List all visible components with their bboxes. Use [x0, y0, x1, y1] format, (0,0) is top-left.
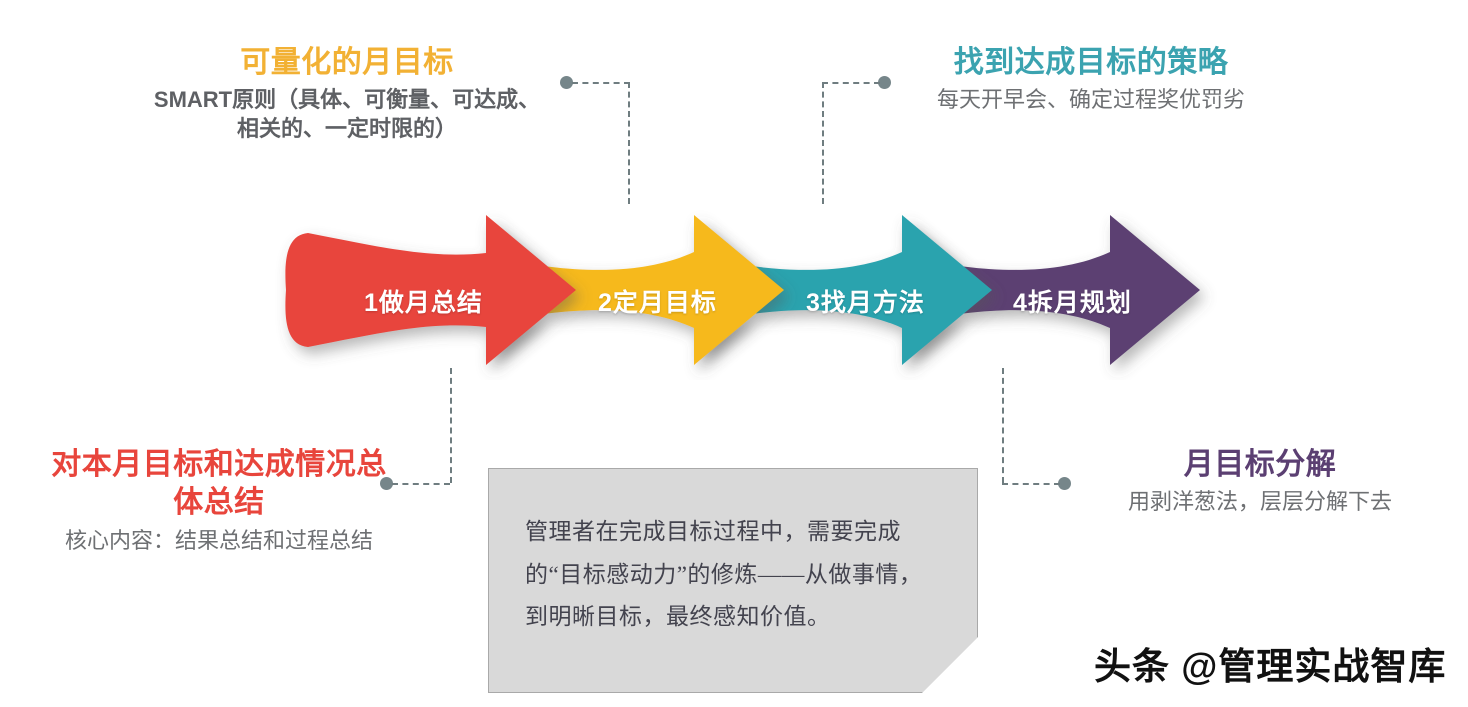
- connector-goal-breakdown-horizontal: [1002, 483, 1060, 485]
- annotation-monthly-summary-title: 对本月目标和达成情况总体总结: [51, 448, 387, 520]
- connector-dot-goal-breakdown: [1058, 477, 1071, 490]
- annotation-quantifiable-goal: 可量化的月目标 SMART原则（具体、可衡量、可达成、相关的、一定时限的）: [148, 44, 546, 143]
- note-card: 管理者在完成目标过程中，需要完成的“目标感动力”的修炼——从做事情，到明晰目标，…: [488, 468, 978, 693]
- annotation-strategy: 找到达成目标的策略 每天开早会、确定过程奖优罚劣: [902, 44, 1280, 115]
- connector-strategy-vertical: [822, 82, 824, 204]
- arrow-step-3-label[interactable]: 3找月方法: [806, 289, 925, 317]
- connector-quantifiable-goal-horizontal: [572, 82, 630, 84]
- process-arrow-chain: [270, 205, 1260, 380]
- arrow-step-1[interactable]: [285, 215, 576, 365]
- connector-quantifiable-goal-vertical: [628, 82, 630, 204]
- annotation-strategy-body: 每天开早会、确定过程奖优罚劣: [936, 87, 1245, 113]
- annotation-goal-breakdown: 月目标分解 用剥洋葱法，层层分解下去: [1060, 446, 1460, 517]
- watermark-text: 头条 @管理实战智库: [1094, 646, 1447, 687]
- arrow-step-2-label[interactable]: 2定月目标: [598, 289, 717, 317]
- annotation-monthly-summary: 对本月目标和达成情况总体总结 核心内容：结果总结和过程总结: [46, 446, 392, 555]
- connector-dot-quantifiable-goal: [560, 76, 573, 89]
- arrow-step-2[interactable]: [494, 215, 784, 365]
- connector-goal-breakdown-vertical: [1002, 368, 1004, 483]
- connector-dot-monthly-summary: [380, 477, 393, 490]
- note-card-fold-mask: [922, 637, 978, 693]
- annotation-goal-breakdown-body: 用剥洋葱法，层层分解下去: [1127, 489, 1392, 515]
- connector-monthly-summary-horizontal: [392, 483, 450, 485]
- note-card-text: 管理者在完成目标过程中，需要完成的“目标感动力”的修炼——从做事情，到明晰目标，…: [525, 519, 923, 630]
- connector-dot-strategy: [878, 76, 891, 89]
- annotation-quantifiable-goal-title: 可量化的月目标: [240, 46, 454, 79]
- annotation-goal-breakdown-title: 月目标分解: [1183, 448, 1337, 481]
- annotation-monthly-summary-body: 核心内容：结果总结和过程总结: [64, 527, 373, 553]
- arrow-step-4[interactable]: [910, 215, 1200, 365]
- arrow-step-3[interactable]: [702, 215, 992, 365]
- arrow-step-1-label[interactable]: 1做月总结: [364, 289, 483, 317]
- annotation-quantifiable-goal-body: SMART原则（具体、可衡量、可达成、相关的、一定时限的）: [153, 87, 541, 141]
- arrow-step-4-label[interactable]: 4拆月规划: [1013, 289, 1132, 317]
- connector-strategy-horizontal: [822, 82, 880, 84]
- connector-monthly-summary-vertical: [450, 368, 452, 483]
- annotation-strategy-title: 找到达成目标的策略: [953, 46, 1229, 79]
